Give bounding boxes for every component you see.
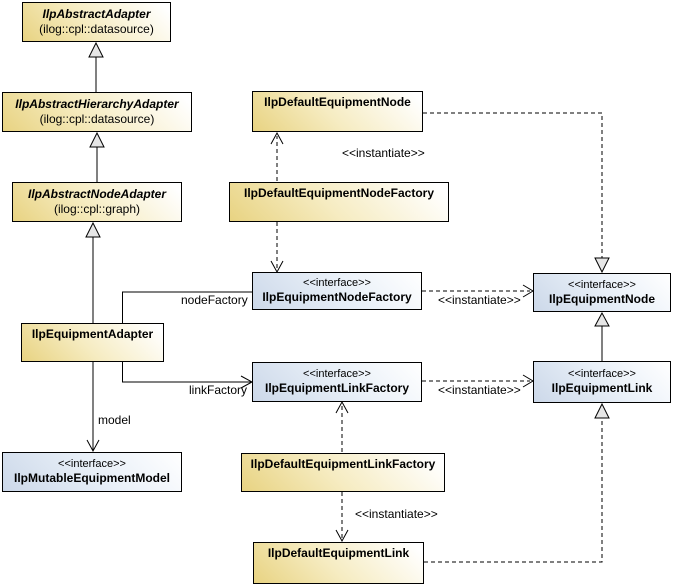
edge-label-model: model	[98, 413, 131, 427]
class-name: IlpDefaultEquipmentNode	[264, 95, 411, 109]
edge-association-nodefactory	[122, 291, 252, 323]
class-name: IlpAbstractHierarchyAdapter	[15, 97, 179, 111]
edge-label-nodefactory: nodeFactory	[181, 293, 248, 307]
edge-label-instantiate-nodefactory: <<instantiate>>	[438, 293, 521, 307]
edge-generalization-link-to-node	[594, 311, 610, 361]
class-name: IlpEquipmentAdapter	[31, 327, 154, 341]
class-name: IlpAbstractAdapter	[42, 7, 151, 21]
stereotype-label: <<interface>>	[58, 458, 126, 470]
edge-generalization-nodeadapter-to-hierarchy	[89, 131, 105, 182]
class-name: IlpDefaultEquipmentLinkFactory	[250, 457, 436, 471]
class-name: IlpDefaultEquipmentLink	[267, 546, 410, 560]
class-default-equipment-node: IlpDefaultEquipmentNode	[252, 91, 423, 132]
edge-realization-defaultnode-to-node	[423, 112, 610, 274]
edge-label-instantiate-link: <<instantiate>>	[355, 507, 438, 521]
interface-equipment-node: <<interface>> IlpEquipmentNode	[533, 273, 671, 312]
edge-label-linkfactory: linkFactory	[189, 383, 248, 397]
stereotype-label: <<interface>>	[303, 368, 371, 380]
class-name: IlpEquipmentNode	[549, 291, 655, 306]
class-package: (ilog::cpl::graph)	[53, 202, 141, 216]
class-name: IlpEquipmentNodeFactory	[262, 290, 412, 304]
edge-generalization-hierarchy-to-abstract	[88, 41, 104, 92]
class-abstract-adapter: IlpAbstractAdapter (ilog::cpl::datasourc…	[22, 2, 171, 42]
class-name: IlpEquipmentLink	[551, 381, 653, 395]
edge-label-instantiate-node: <<instantiate>>	[342, 146, 425, 160]
stereotype-label: <<interface>>	[303, 277, 371, 289]
class-name: IlpMutableEquipmentModel	[14, 471, 170, 485]
class-package: (ilog::cpl::datasource)	[39, 112, 155, 126]
class-package: (ilog::cpl::datasource)	[39, 22, 154, 36]
stereotype-label: <<interface>>	[568, 368, 636, 380]
class-name: IlpAbstractNodeAdapter	[27, 187, 167, 201]
edge-label-instantiate-linkfactory: <<instantiate>>	[438, 383, 521, 397]
class-abstract-node-adapter: IlpAbstractNodeAdapter (ilog::cpl::graph…	[12, 182, 182, 222]
class-name: IlpDefaultEquipmentNodeFactory	[243, 186, 434, 200]
interface-equipment-link: <<interface>> IlpEquipmentLink	[533, 361, 671, 403]
class-name: IlpEquipmentLinkFactory	[264, 381, 409, 395]
class-default-equipment-link-factory: IlpDefaultEquipmentLinkFactory	[241, 453, 445, 492]
edge-instantiate-nodefactory-to-defaultnode	[270, 131, 284, 181]
class-default-equipment-node-factory: IlpDefaultEquipmentNodeFactory	[229, 182, 449, 222]
interface-equipment-node-factory: <<interface>> IlpEquipmentNodeFactory	[252, 272, 422, 310]
edge-association-model	[86, 362, 100, 453]
edge-generalization-equipmentadapter-to-nodeadapter	[85, 221, 101, 323]
class-abstract-hierarchy-adapter: IlpAbstractHierarchyAdapter (ilog::cpl::…	[2, 92, 192, 132]
class-equipment-adapter: IlpEquipmentAdapter	[21, 323, 164, 362]
interface-equipment-link-factory: <<interface>> IlpEquipmentLinkFactory	[252, 362, 422, 402]
edge-instantiate-linkfactory-to-defaultlink	[335, 492, 349, 543]
edge-realization-defaultlink-to-link	[424, 402, 610, 563]
stereotype-label: <<interface>>	[568, 278, 636, 291]
interface-mutable-equipment-model: <<interface>> IlpMutableEquipmentModel	[2, 452, 182, 492]
edge-dependency-defaultlinkfactory-to-linkfactory	[335, 400, 349, 452]
edge-dependency-defaultnodefactory-to-nodefactory	[270, 222, 284, 274]
class-default-equipment-link: IlpDefaultEquipmentLink	[253, 542, 424, 584]
